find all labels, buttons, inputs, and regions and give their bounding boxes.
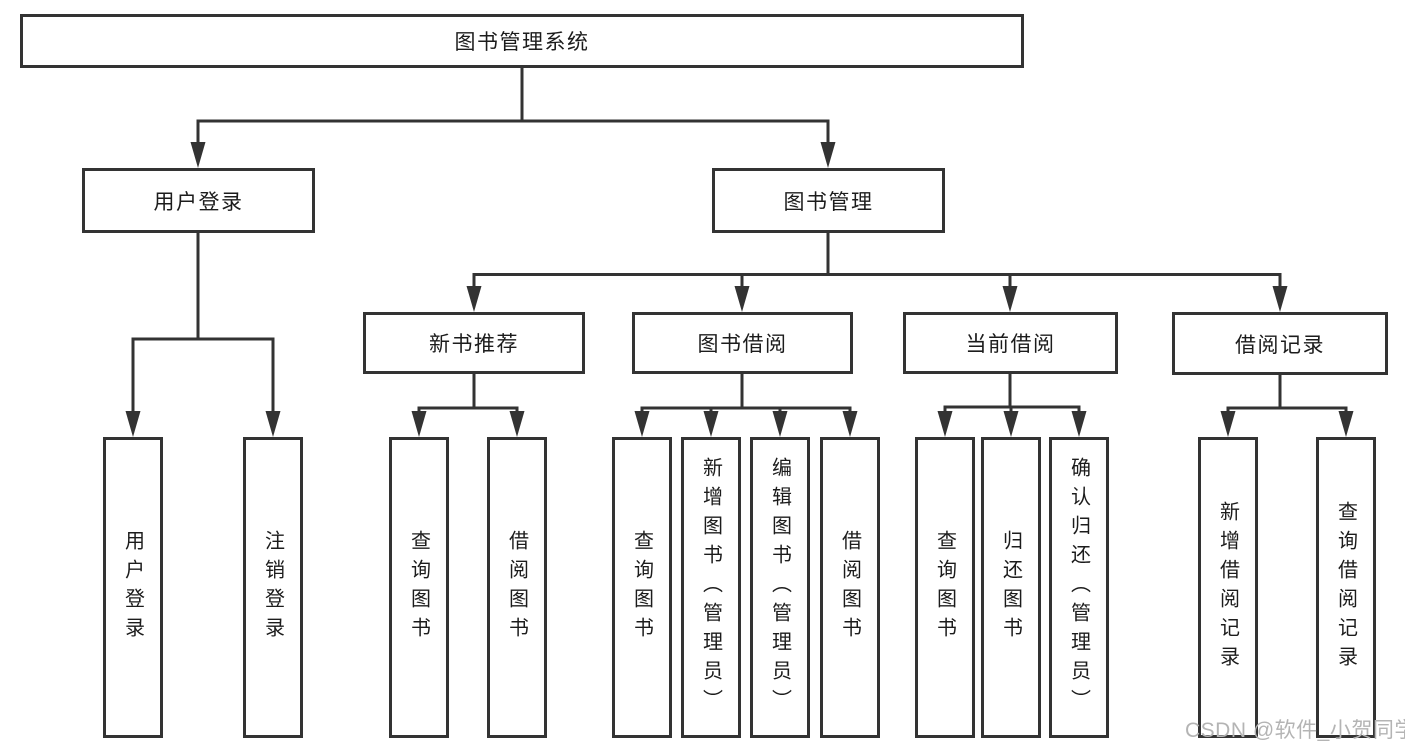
connector-line xyxy=(196,68,830,146)
arrow-down-icon xyxy=(842,411,858,437)
node-book-borrow: 图书借阅 xyxy=(632,312,853,374)
connector-line xyxy=(131,233,275,415)
node-new-book-recommend: 新书推荐 xyxy=(363,312,585,374)
arrow-down-icon xyxy=(1272,286,1288,312)
node-book-management: 图书管理 xyxy=(712,168,945,233)
leaf-label: 查询借阅记录 xyxy=(1334,500,1357,675)
arrow-down-icon xyxy=(1338,411,1354,437)
leaf-label: 查询图书 xyxy=(407,529,430,646)
leaf-label: 用户登录 xyxy=(121,529,144,646)
leaf-label: 归还图书 xyxy=(999,529,1022,646)
leaf-label: 确认归还（管理员） xyxy=(1067,457,1090,718)
arrow-down-icon xyxy=(125,411,141,437)
node-label: 当前借阅 xyxy=(965,333,1056,356)
node-current-borrow: 当前借阅 xyxy=(903,312,1118,374)
leaf-label: 新增图书（管理员） xyxy=(699,457,722,718)
node-label: 新书推荐 xyxy=(429,333,519,356)
leaf-borrow-book: 借阅图书 xyxy=(487,437,547,738)
arrow-down-icon xyxy=(734,286,750,312)
leaf-logout: 注销登录 xyxy=(243,437,303,738)
arrow-down-icon xyxy=(411,411,427,437)
connector-line xyxy=(943,374,1081,415)
leaf-label: 注销登录 xyxy=(261,529,284,646)
connector-line xyxy=(472,233,1282,290)
arrow-down-icon xyxy=(190,142,206,168)
node-label: 图书管理 xyxy=(783,190,874,214)
csdn-watermark: CSDN @软件_小贺同学 xyxy=(1185,719,1405,742)
leaf-label: 查询图书 xyxy=(933,529,956,646)
node-borrow-records: 借阅记录 xyxy=(1172,312,1388,375)
connector-line xyxy=(417,374,519,415)
node-label: 用户登录 xyxy=(153,190,244,214)
leaf-query-book: 查询图书 xyxy=(612,437,672,738)
leaf-add-borrow-record: 新增借阅记录 xyxy=(1198,437,1258,738)
node-label: 图书借阅 xyxy=(697,333,788,356)
node-user-login: 用户登录 xyxy=(82,168,315,233)
leaf-label: 查询图书 xyxy=(630,529,653,646)
leaf-borrow-book: 借阅图书 xyxy=(820,437,880,738)
arrow-down-icon xyxy=(509,411,525,437)
arrow-down-icon xyxy=(634,411,650,437)
leaf-edit-book-admin: 编辑图书（管理员） xyxy=(750,437,810,738)
arrow-down-icon xyxy=(820,142,836,168)
leaf-label: 新增借阅记录 xyxy=(1216,500,1239,675)
arrow-down-icon xyxy=(1220,411,1236,437)
arrow-down-icon xyxy=(703,411,719,437)
arrow-down-icon xyxy=(772,411,788,437)
connector-line xyxy=(1226,375,1348,415)
arrow-down-icon xyxy=(1002,286,1018,312)
leaf-label: 借阅图书 xyxy=(838,529,861,646)
arrow-down-icon xyxy=(937,411,953,437)
arrow-down-icon xyxy=(265,411,281,437)
node-label: 借阅记录 xyxy=(1235,333,1325,357)
leaf-query-book: 查询图书 xyxy=(915,437,975,738)
leaf-label: 编辑图书（管理员） xyxy=(768,457,791,718)
node-library-management-system: 图书管理系统 xyxy=(20,14,1024,68)
leaf-query-borrow-record: 查询借阅记录 xyxy=(1316,437,1376,738)
leaf-query-book: 查询图书 xyxy=(389,437,449,738)
leaf-return-book: 归还图书 xyxy=(981,437,1041,738)
leaf-user-login: 用户登录 xyxy=(103,437,163,738)
arrow-down-icon xyxy=(1071,411,1087,437)
arrow-down-icon xyxy=(466,286,482,312)
arrow-down-icon xyxy=(1003,411,1019,437)
leaf-add-book-admin: 新增图书（管理员） xyxy=(681,437,741,738)
node-label: 图书管理系统 xyxy=(454,31,590,54)
leaf-label: 借阅图书 xyxy=(505,529,528,646)
connector-line xyxy=(640,374,852,415)
leaf-confirm-return-admin: 确认归还（管理员） xyxy=(1049,437,1109,738)
